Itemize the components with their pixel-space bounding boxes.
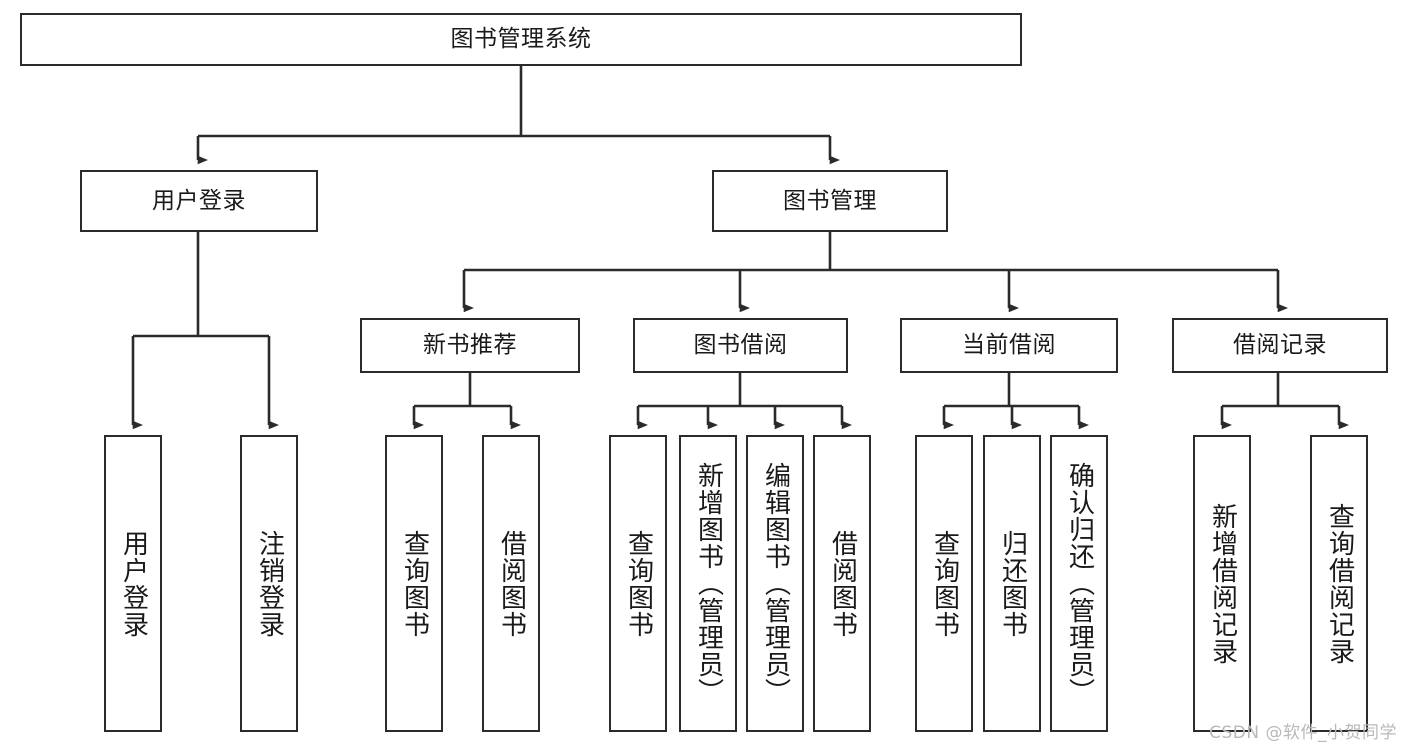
node-label: 查询图书	[929, 529, 960, 638]
leaf-add-book[interactable]: 新增图书（管理员）	[679, 435, 737, 732]
node-label: 当前借阅	[962, 332, 1056, 359]
node-label: 借阅记录	[1233, 332, 1327, 359]
node-book-borrow[interactable]: 图书借阅	[633, 318, 848, 373]
leaf-user-login[interactable]: 用户登录	[104, 435, 162, 732]
node-label: 编辑图书（管理员）	[760, 462, 791, 705]
node-new-book-recommend[interactable]: 新书推荐	[360, 318, 580, 373]
node-label: 确认归还（管理员）	[1064, 462, 1095, 705]
node-label: 注销登录	[254, 529, 285, 638]
node-root-system[interactable]: 图书管理系统	[20, 13, 1022, 66]
leaf-return-book[interactable]: 归还图书	[983, 435, 1041, 732]
leaf-logout[interactable]: 注销登录	[240, 435, 298, 732]
leaf-borrow-book-2[interactable]: 借阅图书	[813, 435, 871, 732]
node-label: 用户登录	[118, 529, 149, 638]
node-label: 新增借阅记录	[1207, 502, 1238, 665]
node-label: 查询借阅记录	[1324, 502, 1355, 665]
node-label: 新增图书（管理员）	[693, 462, 724, 705]
node-label: 用户登录	[152, 187, 246, 214]
leaf-query-record[interactable]: 查询借阅记录	[1310, 435, 1368, 732]
leaf-borrow-book-1[interactable]: 借阅图书	[482, 435, 540, 732]
node-label: 查询图书	[623, 529, 654, 638]
node-label: 借阅图书	[496, 529, 527, 638]
leaf-add-record[interactable]: 新增借阅记录	[1193, 435, 1251, 732]
leaf-confirm-return[interactable]: 确认归还（管理员）	[1050, 435, 1108, 732]
node-book-manage[interactable]: 图书管理	[712, 170, 948, 232]
node-label: 归还图书	[997, 529, 1028, 638]
leaf-query-book-2[interactable]: 查询图书	[609, 435, 667, 732]
node-label: 图书借阅	[693, 332, 788, 359]
leaf-query-book-3[interactable]: 查询图书	[915, 435, 973, 732]
node-label: 借阅图书	[827, 529, 858, 638]
leaf-edit-book[interactable]: 编辑图书（管理员）	[746, 435, 804, 732]
node-user-login[interactable]: 用户登录	[80, 170, 318, 232]
node-label: 图书管理	[783, 187, 877, 214]
node-label: 图书管理系统	[450, 26, 592, 53]
node-current-borrow[interactable]: 当前借阅	[900, 318, 1118, 373]
node-label: 新书推荐	[423, 332, 517, 359]
node-borrow-record[interactable]: 借阅记录	[1172, 318, 1388, 373]
watermark-text: CSDN @软件_小贺同学	[1209, 723, 1397, 743]
node-label: 查询图书	[399, 529, 430, 638]
leaf-query-book-1[interactable]: 查询图书	[385, 435, 443, 732]
